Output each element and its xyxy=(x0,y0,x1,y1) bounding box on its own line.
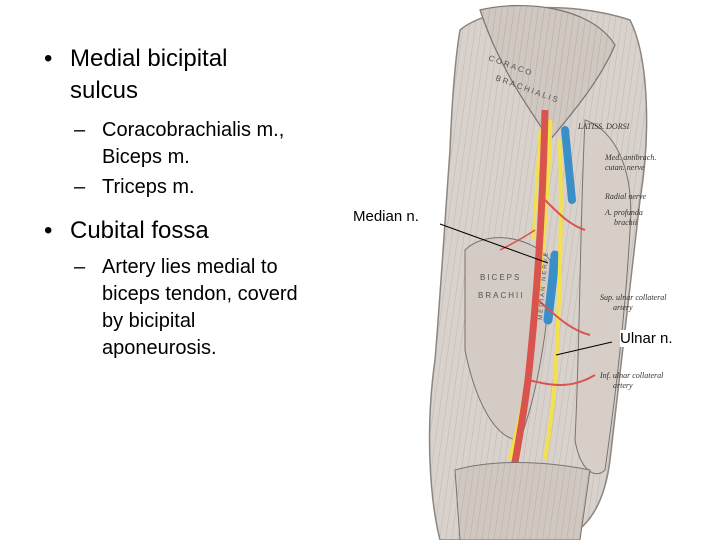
plate-label-latiss: LATISS. DORSI xyxy=(577,122,630,131)
bullet-sulcus: • Medial bicipital xyxy=(44,44,228,74)
sub-bullet-coracobrachialis: – Coracobrachialis m., xyxy=(74,117,285,144)
plate-label-med-antibrach-1: Med. antibrach. xyxy=(604,153,656,162)
dash-glyph: – xyxy=(74,176,86,198)
sub-bullet-text: Triceps m. xyxy=(102,176,195,198)
profunda-brachii-artery xyxy=(544,199,586,231)
bullet-sulcus-title-cont: sulcus xyxy=(70,76,138,106)
sub-bullet-artery: – Artery lies medial to xyxy=(74,254,278,281)
bullet-sulcus-title-line2: sulcus xyxy=(70,77,139,104)
sub-bullet-artery-cont: by bicipital xyxy=(102,308,195,335)
ulnar-nerve-label: Ulnar n. xyxy=(620,330,673,347)
sub-bullet-text: by bicipital xyxy=(102,310,196,332)
sub-bullet-artery-cont: biceps tendon, coverd xyxy=(102,281,298,308)
forearm-fiber-texture xyxy=(455,462,590,540)
sub-bullet-coracobrachialis-cont: Biceps m. xyxy=(102,144,190,171)
inferior-ulnar-collateral-artery xyxy=(527,374,596,386)
dash-glyph: – xyxy=(74,256,86,278)
median-nerve-label: Median n. xyxy=(353,208,419,225)
triceps-muscle xyxy=(574,119,632,475)
plate-label-inf-ulnar-2: artery xyxy=(613,381,633,390)
arm-anatomy-illustration: LATISS. DORSI Med. antibrach. cutan. ner… xyxy=(428,5,667,540)
bullet-list: • Medial bicipital sulcus – Coracobrachi… xyxy=(44,44,298,362)
sub-bullet-artery-cont: aponeurosis. xyxy=(102,335,217,362)
bullet-cubital-fossa: • Cubital fossa xyxy=(44,216,209,246)
coracobrachialis-fibers xyxy=(480,5,615,141)
sub-bullet-text: Biceps m. xyxy=(102,146,190,168)
plate-label-sup-ulnar-1: Sup. ulnar collateral xyxy=(600,293,667,302)
plate-label-profunda-2: brachii xyxy=(614,218,637,227)
plate-label-biceps: BICEPS xyxy=(480,273,521,282)
basilic-vein-upper xyxy=(561,126,576,204)
dash-glyph: – xyxy=(74,119,86,141)
sub-bullet-text: aponeurosis. xyxy=(102,337,217,359)
bullet-glyph: • xyxy=(44,45,53,72)
plate-label-sup-ulnar-2: artery xyxy=(613,303,633,312)
plate-label-inf-ulnar-1: Inf. ulnar collateral xyxy=(599,371,664,380)
plate-label-med-antibrach-2: cutan. nerve xyxy=(605,163,645,172)
plate-label-radial-nerve: Radial nerve xyxy=(604,192,647,201)
sub-bullet-text: Coracobrachialis m., xyxy=(102,119,285,141)
bullet-sulcus-title: Medial bicipital xyxy=(70,45,228,72)
basilic-vein-lower xyxy=(543,250,560,325)
bullet-glyph: • xyxy=(44,217,53,244)
superior-ulnar-collateral-artery xyxy=(537,299,591,336)
sub-bullet-text: Artery lies medial to xyxy=(102,256,278,278)
plate-label-profunda-1: A. profunda xyxy=(604,208,643,217)
plate-label-brachii: BRACHII xyxy=(478,291,524,300)
sub-bullet-triceps: – Triceps m. xyxy=(74,174,195,201)
sub-bullet-text: biceps tendon, coverd xyxy=(102,283,298,305)
bullet-cubital-title: Cubital fossa xyxy=(70,217,209,244)
